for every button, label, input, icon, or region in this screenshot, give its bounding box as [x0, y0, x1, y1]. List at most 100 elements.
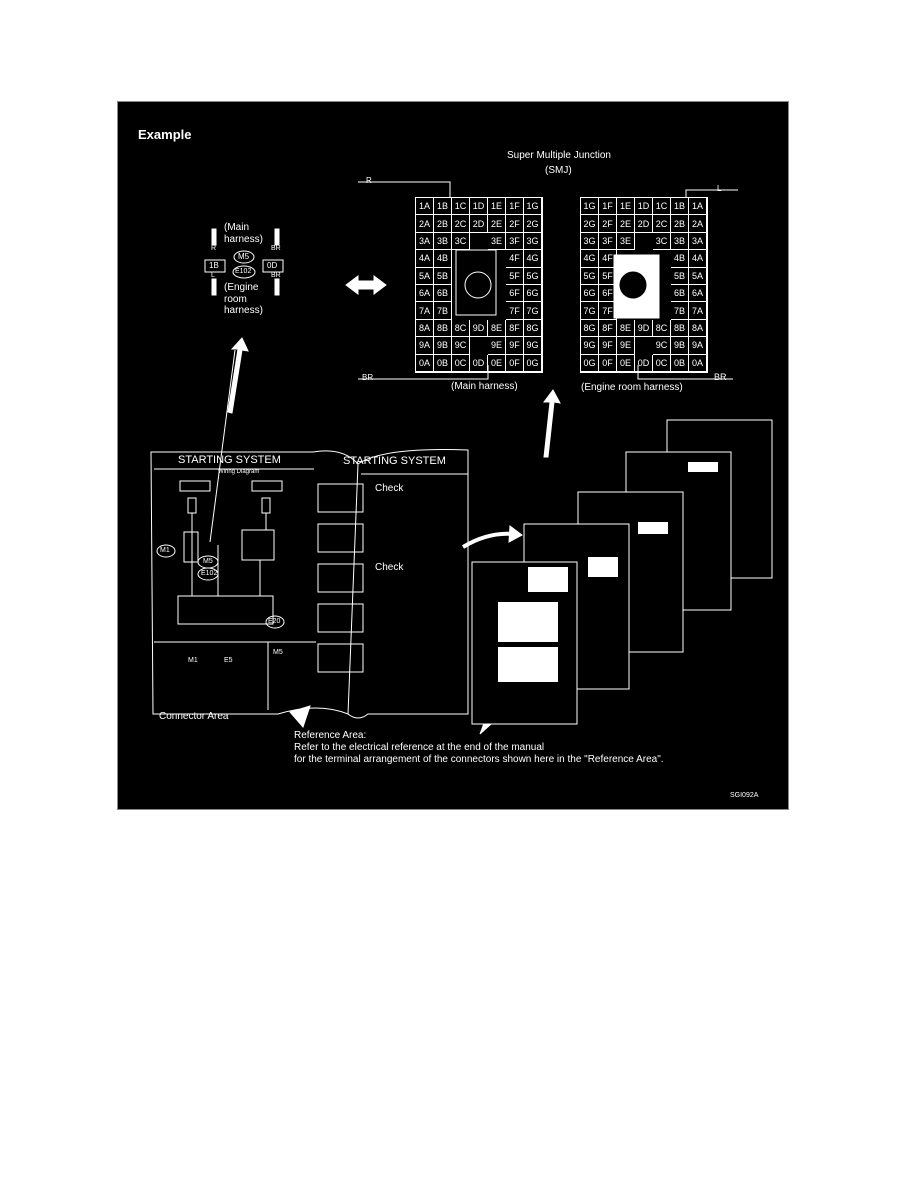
- arrow-up-icon: [543, 389, 561, 458]
- terminal-cell: [635, 250, 653, 267]
- terminal-cell: 9D: [635, 319, 653, 338]
- terminal-cell: 1B: [434, 198, 452, 216]
- terminal-cell: 5G: [524, 267, 542, 285]
- reference-pages: [471, 419, 773, 725]
- terminal-cell: 3G: [524, 232, 542, 251]
- terminal-cell: [635, 285, 653, 302]
- figure-drawing: [150, 181, 773, 735]
- curved-arrow-icon: [461, 531, 514, 549]
- terminal-cell: 6G: [581, 284, 599, 303]
- connector-m5: M5: [203, 558, 213, 565]
- terminal-cell: 5F: [599, 267, 617, 285]
- terminal-cell: 9C: [452, 337, 470, 355]
- terminal-cell: [470, 337, 488, 354]
- terminal-cell: [653, 250, 671, 267]
- terminal-cell: 7G: [581, 302, 599, 320]
- terminal-cell: 2G: [524, 215, 542, 233]
- terminal-cell: 4A: [416, 250, 434, 268]
- connector-m5: M5: [273, 649, 283, 656]
- terminal-cell: [488, 250, 506, 267]
- terminal-cell: 3E: [488, 232, 506, 251]
- terminal-cell: 8A: [689, 319, 707, 338]
- terminal-cell: 6F: [506, 284, 524, 303]
- terminal-cell: 0D: [635, 354, 653, 372]
- connector-e20: E20: [268, 618, 281, 625]
- terminal-cell: 0B: [434, 354, 452, 372]
- terminal-cell: 9G: [581, 337, 599, 355]
- terminal-cell: 8E: [488, 319, 506, 338]
- terminal-cell: 6B: [434, 284, 452, 303]
- terminal-cell: [470, 233, 488, 250]
- terminal-cell: 9E: [617, 337, 635, 355]
- terminal-cell: [653, 268, 671, 285]
- terminal-cell: 1B: [671, 198, 689, 216]
- terminal-cell: 9A: [689, 337, 707, 355]
- terminal-cell: [635, 268, 653, 285]
- terminal-cell: [470, 268, 488, 285]
- terminal-cell: [470, 250, 488, 267]
- terminal-cell: 9F: [599, 337, 617, 355]
- terminal-cell: [488, 302, 506, 319]
- terminal-cell: 2B: [434, 215, 452, 233]
- terminal-cell: 1A: [689, 198, 707, 216]
- terminal-cell: 3E: [617, 232, 635, 251]
- terminal-cell: 2A: [689, 215, 707, 233]
- wire-br: BR: [271, 245, 281, 252]
- terminal-cell: 5A: [689, 267, 707, 285]
- connector-m1: M1: [188, 657, 198, 664]
- terminal-cell: 0E: [488, 354, 506, 372]
- terminal-cell: 8B: [671, 319, 689, 338]
- main-harness-label: (Main harness): [451, 381, 518, 392]
- wire-br: BR: [362, 373, 374, 382]
- terminal-cell: 0D: [470, 354, 488, 372]
- terminal-cell: [452, 250, 470, 267]
- terminal-cell: [617, 250, 635, 267]
- terminal-cell: 2F: [506, 215, 524, 233]
- connector-m1: M1: [160, 547, 170, 554]
- terminal-cell: 7G: [524, 302, 542, 320]
- terminal-cell: [635, 337, 653, 354]
- terminal-cell: 3C: [452, 232, 470, 251]
- terminal-cell: 1F: [599, 198, 617, 216]
- terminal-cell: 3F: [599, 232, 617, 251]
- terminal-cell: [617, 285, 635, 302]
- terminal-cell: 0B: [671, 354, 689, 372]
- terminal-cell: 0C: [653, 354, 671, 372]
- wire-l: L: [211, 272, 215, 279]
- terminal-cell: [617, 302, 635, 319]
- terminal-cell: 3B: [434, 232, 452, 251]
- terminal-cell: 2B: [671, 215, 689, 233]
- terminal-cell: 7B: [434, 302, 452, 320]
- terminal-cell: 7A: [689, 302, 707, 320]
- terminal-cell: 2D: [470, 215, 488, 233]
- terminal-cell: 3B: [671, 232, 689, 251]
- terminal-cell: 3G: [581, 232, 599, 251]
- terminal-cell: [452, 285, 470, 302]
- terminal-cell: 0G: [524, 354, 542, 372]
- terminal-cell: 3A: [689, 232, 707, 251]
- example-figure: Example Super Multiple Junction (SMJ) R …: [117, 101, 789, 810]
- terminal-cell: 1E: [617, 198, 635, 216]
- reference-area-text: for the terminal arrangement of the conn…: [294, 754, 664, 765]
- book-outline: [150, 450, 359, 715]
- terminal-cell: 4B: [434, 250, 452, 268]
- connector-area-label: Connector Area: [159, 711, 229, 722]
- terminal-cell: 7A: [416, 302, 434, 320]
- terminal-cell: 6F: [599, 284, 617, 303]
- terminal-cell: 4G: [581, 250, 599, 268]
- terminal-cell: 8G: [524, 319, 542, 338]
- terminal-cell: 8F: [506, 319, 524, 338]
- reference-area-heading: Reference Area:: [294, 730, 367, 741]
- terminal-cell: 0C: [452, 354, 470, 372]
- terminal-cell: 1A: [416, 198, 434, 216]
- wire-br: BR: [714, 372, 727, 382]
- terminal-cell: 8A: [416, 319, 434, 338]
- terminal-cell: 6A: [416, 284, 434, 303]
- terminal-cell: 3C: [653, 232, 671, 251]
- terminal-cell: [653, 285, 671, 302]
- terminal-cell: 6G: [524, 284, 542, 303]
- book-left-title: STARTING SYSTEM: [178, 454, 281, 466]
- terminal-cell: 0F: [599, 354, 617, 372]
- terminal-cell: 5G: [581, 267, 599, 285]
